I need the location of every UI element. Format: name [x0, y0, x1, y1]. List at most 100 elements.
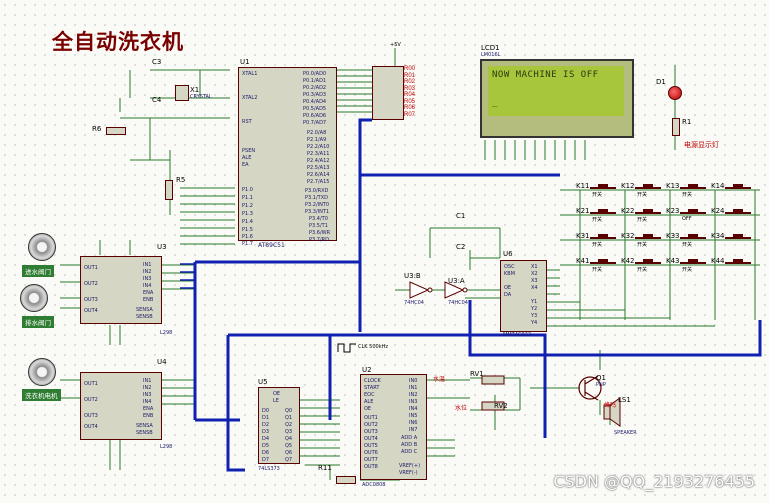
speaker-label: 蜂鸣: [604, 403, 617, 409]
u5-pin: Q0: [285, 408, 293, 414]
u6-pin: X4: [531, 285, 538, 291]
mcu-pin-r6: P0.6/AD6: [303, 113, 327, 119]
resistor-r11[interactable]: [336, 476, 356, 484]
mcu-pin-r2: P0.2/AD2: [303, 85, 327, 91]
mcu-pin-r16: P3.0/RXD: [305, 188, 329, 194]
key-k21[interactable]: 开关: [586, 209, 620, 223]
mcu-pin-r12: P2.4/A12: [307, 158, 330, 164]
resistor-r6[interactable]: [106, 127, 126, 135]
transistor-q1[interactable]: [579, 377, 601, 399]
speaker-ls1[interactable]: [604, 398, 620, 426]
motor-inlet[interactable]: [28, 233, 56, 261]
u6-pin: X3: [531, 278, 538, 284]
inverter-b-ref: U3:B: [404, 272, 421, 280]
inverter-b-part: 74HC04: [404, 300, 424, 306]
resistor-r1[interactable]: [672, 118, 680, 136]
cap-c1-ref: C1: [456, 212, 466, 220]
u2-pin: ALE: [364, 399, 374, 405]
driver-u4[interactable]: OUT1 OUT2 OUT3 OUT4 IN1 IN2 IN3 IN4 ENA …: [80, 372, 162, 440]
power-led[interactable]: [668, 86, 682, 100]
crystal[interactable]: [175, 85, 189, 101]
transistor-ref: Q1: [596, 374, 606, 382]
key-k14[interactable]: [721, 184, 755, 196]
u4-pin: SENSB: [136, 430, 153, 436]
u5-pin: Q6: [285, 450, 293, 456]
adc-adc0808[interactable]: CLOCK START EOC ALE OE ADD A ADD B ADD C…: [360, 374, 427, 480]
crystal-label: CRYSTAL: [190, 94, 212, 100]
u3-pin: IN2: [143, 269, 152, 275]
transistor-part: PNP: [596, 382, 606, 388]
lcd-line2: _: [492, 98, 498, 108]
key-ref: K23: [666, 207, 680, 215]
u5-pin: Q1: [285, 415, 293, 421]
key-k32[interactable]: 开关: [631, 234, 665, 248]
key-k11[interactable]: 开关: [586, 184, 620, 198]
rpack-label: R05: [404, 98, 416, 105]
u5-pin: D4: [262, 436, 270, 442]
mcu-pin-r19: P3.3/INT1: [305, 209, 330, 215]
key-k22[interactable]: 开关: [631, 209, 665, 223]
key-k23[interactable]: OFF: [676, 209, 710, 222]
driver-u3[interactable]: OUT1 OUT2 OUT3 OUT4 IN1 IN2 IN3 IN4 ENA …: [80, 256, 162, 324]
u3-pin: IN1: [143, 262, 152, 268]
rpack-label: R06: [404, 105, 416, 111]
key-k43[interactable]: 开关: [676, 259, 710, 273]
encoder-mm74c922[interactable]: X1 X2 X3 X4 Y1 Y2 Y3 Y4 OSC KBM OE DA: [500, 260, 547, 332]
u2-pin: OUT8: [364, 464, 378, 470]
motor-washer[interactable]: [28, 358, 56, 386]
resistor-r5[interactable]: [165, 180, 173, 200]
key-k41[interactable]: 开关: [586, 259, 620, 273]
pot-rv1-label: 水温: [433, 377, 446, 383]
key-k24[interactable]: [721, 209, 755, 221]
cap-c2-ref: C2: [456, 243, 466, 251]
mcu-pin-r10: P2.2/A10: [307, 144, 330, 150]
u3-pin: OUT1: [84, 265, 98, 271]
rpack-labels: R00 R01 R02 R03 R04 R05 R06 R07: [404, 66, 415, 118]
rpack-label: R02: [404, 79, 416, 85]
motor-inlet-label: 进水阀门: [22, 265, 54, 277]
key-k12[interactable]: 开关: [631, 184, 665, 198]
u6-pin: X1: [531, 264, 538, 270]
u4-pin: IN1: [143, 378, 152, 384]
resistor-r5-ref: R5: [176, 176, 186, 184]
mcu-pin-l4: ALE: [242, 155, 252, 161]
pot-rv1[interactable]: [482, 376, 504, 384]
u5-pin: D2: [262, 422, 270, 428]
latch-ref: U5: [258, 378, 268, 386]
key-ref: K11: [576, 182, 590, 190]
rpack-label: R01: [404, 72, 416, 79]
u4-pin: IN4: [143, 399, 152, 405]
key-ref: K34: [711, 232, 725, 240]
encoder-ref: U6: [503, 250, 513, 258]
key-ref: K42: [621, 257, 635, 265]
mcu-at89c51[interactable]: XTAL1 XTAL2 RST PSEN ALE EA P1.0 P1.1 P1…: [238, 67, 337, 247]
key-label: OFF: [682, 216, 692, 222]
mcu-pin-l7: P1.1: [242, 195, 253, 201]
key-k42[interactable]: 开关: [631, 259, 665, 273]
u6-pin: Y2: [531, 306, 538, 312]
motor-drain[interactable]: [20, 284, 48, 312]
adc-ref: U2: [362, 366, 372, 374]
lcd-ref: LCD1: [481, 44, 500, 52]
mcu-pin-r4: P0.4/AD4: [303, 99, 327, 105]
key-label: 开关: [682, 267, 693, 273]
u5-pin: D6: [262, 450, 270, 456]
mcu-pin-r21: P3.5/T1: [309, 223, 328, 229]
mcu-pin-r7: P0.7/AD7: [303, 120, 327, 126]
pot-rv2[interactable]: [482, 402, 504, 410]
key-k34[interactable]: [721, 234, 755, 246]
key-k31[interactable]: 开关: [586, 234, 620, 248]
key-k33[interactable]: 开关: [676, 234, 710, 248]
speaker-ref: LS1: [618, 396, 631, 404]
u6-pin: Y1: [531, 299, 538, 305]
resistor-pack[interactable]: [372, 66, 404, 120]
key-k44[interactable]: [721, 259, 755, 271]
u2-pin: OUT5: [364, 443, 378, 449]
key-ref: K22: [621, 207, 635, 215]
key-k13[interactable]: 开关: [676, 184, 710, 198]
mcu-pin-l0: XTAL1: [242, 71, 258, 77]
latch-74ls373[interactable]: D0 D1 D2 D3 D4 D5 D6 D7 Q0 Q1 Q2 Q3 Q4 Q…: [258, 387, 300, 464]
rpack-label: R04: [404, 92, 416, 98]
clock-label: CLK 500kHz: [358, 344, 388, 350]
latch-part: 74LS373: [258, 466, 280, 472]
